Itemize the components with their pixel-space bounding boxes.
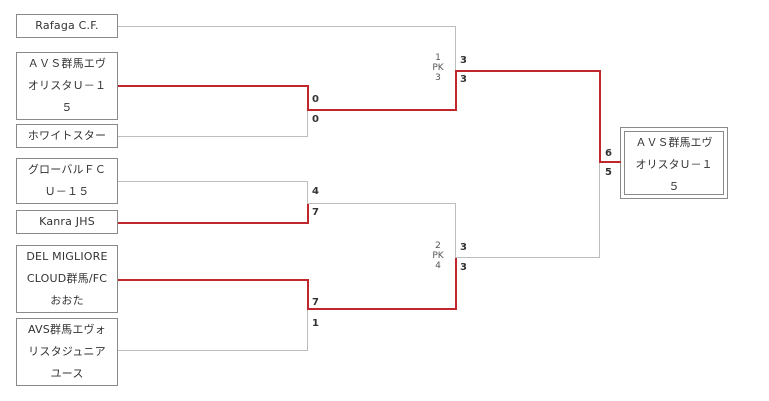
bracket-line-winner bbox=[599, 70, 601, 163]
bracket-line bbox=[307, 181, 308, 205]
match-number: 1 bbox=[435, 53, 441, 63]
bracket-line-winner bbox=[307, 279, 309, 309]
score: 7 bbox=[312, 297, 319, 308]
pk-label: PK bbox=[432, 63, 444, 73]
bracket-line-winner bbox=[307, 308, 457, 310]
bracket-line bbox=[307, 110, 308, 137]
champion-box[interactable]: ＡＶＳ群馬エヴ オリスタＵ－１ ５ bbox=[620, 127, 728, 199]
bracket-line bbox=[455, 257, 600, 258]
team-box[interactable]: グローバルＦＣ Ｕ－１５ bbox=[16, 158, 118, 204]
team-box[interactable]: ホワイトスター bbox=[16, 124, 118, 148]
bracket-line bbox=[455, 203, 456, 257]
bracket-line-winner bbox=[118, 279, 308, 281]
score: 5 bbox=[605, 167, 612, 178]
bracket-line bbox=[455, 26, 456, 70]
score: 3 bbox=[460, 262, 467, 273]
bracket-line-winner bbox=[307, 85, 309, 111]
score: 3 bbox=[460, 242, 467, 253]
team-box[interactable]: ＡＶＳ群馬エヴ オリスタＵ－１ ５ bbox=[16, 52, 118, 120]
team-box[interactable]: Kanra JHS bbox=[16, 210, 118, 234]
bracket-line-winner bbox=[599, 161, 621, 163]
pk-value: 4 bbox=[435, 261, 441, 271]
bracket-line-winner bbox=[455, 257, 457, 310]
score: 0 bbox=[312, 94, 319, 105]
bracket-line-winner bbox=[118, 85, 308, 87]
bracket-line bbox=[118, 26, 455, 27]
bracket-line-winner bbox=[118, 222, 308, 224]
bracket-line-winner bbox=[455, 70, 601, 72]
bracket-line bbox=[118, 181, 308, 182]
score: 4 bbox=[312, 186, 319, 197]
team-box[interactable]: Rafaga C.F. bbox=[16, 14, 118, 38]
bracket-line bbox=[118, 350, 308, 351]
pk-value: 3 bbox=[435, 73, 441, 83]
bracket-line-winner bbox=[455, 70, 457, 111]
score: 7 bbox=[312, 207, 319, 218]
bracket-line-winner bbox=[307, 109, 457, 111]
bracket-line bbox=[307, 309, 308, 351]
team-box[interactable]: AVS群馬エヴォ リスタジュニア ユース bbox=[16, 318, 118, 386]
bracket-line bbox=[307, 203, 456, 204]
score: 3 bbox=[460, 74, 467, 85]
bracket-line bbox=[118, 136, 308, 137]
bracket-line bbox=[599, 163, 600, 258]
pk-label: PK bbox=[432, 251, 444, 261]
team-box[interactable]: DEL MIGLIORE CLOUD群馬/FC おおた bbox=[16, 245, 118, 313]
score: 1 bbox=[312, 318, 319, 329]
score: 0 bbox=[312, 114, 319, 125]
match-number: 2 bbox=[435, 241, 441, 251]
bracket-line-winner bbox=[307, 203, 309, 224]
score: 6 bbox=[605, 148, 612, 159]
score: 3 bbox=[460, 55, 467, 66]
champion-name: ＡＶＳ群馬エヴ オリスタＵ－１ ５ bbox=[624, 131, 724, 195]
